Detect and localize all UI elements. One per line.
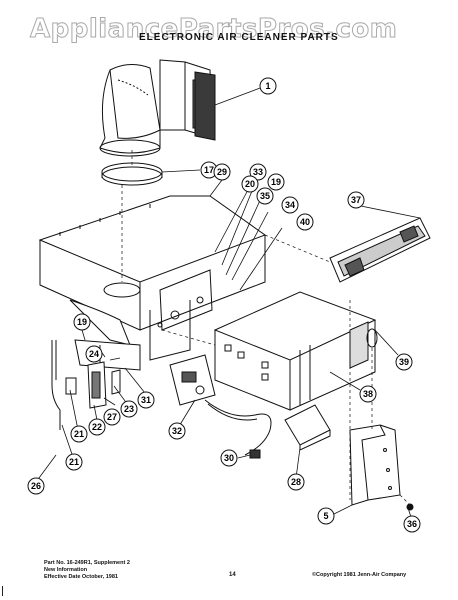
wire-harness — [204, 399, 272, 459]
callout-21b: 21 — [65, 453, 83, 471]
diagram-title: ELECTRONIC AIR CLEANER PARTS — [139, 32, 339, 43]
callout-39: 39 — [395, 353, 413, 371]
support-bracket — [349, 424, 401, 506]
watermark: AppliancePartsPros.com — [29, 14, 398, 45]
collar-ring — [101, 162, 163, 186]
svg-text:20: 20 — [245, 179, 255, 189]
callout-19a: 19 — [267, 173, 285, 191]
ionizer-assembly — [169, 354, 216, 406]
svg-text:19: 19 — [271, 177, 281, 187]
callout-37: 37 — [347, 191, 365, 209]
callout-30: 30 — [220, 449, 238, 467]
power-supply-box — [213, 291, 378, 411]
cover-plate — [284, 404, 331, 451]
svg-text:23: 23 — [124, 404, 134, 414]
leader-lines — [35, 87, 421, 521]
duct-elbow — [99, 64, 161, 157]
svg-text:35: 35 — [260, 191, 270, 201]
svg-text:1: 1 — [265, 81, 270, 91]
callout-19b: 19 — [73, 313, 91, 331]
svg-text:21: 21 — [74, 429, 84, 439]
callout-23: 23 — [120, 400, 138, 418]
svg-text:28: 28 — [291, 477, 301, 487]
callout-34: 34 — [281, 196, 299, 214]
callout-36: 36 — [403, 515, 421, 533]
main-housing — [38, 195, 267, 361]
svg-text:21: 21 — [69, 457, 79, 467]
svg-text:26: 26 — [31, 481, 41, 491]
mounting-bracket — [74, 339, 141, 371]
document-info: Part No. 16-249R1, Supplement 2 New Info… — [44, 560, 130, 581]
callout-labels: 1 17 29 33 20 19 35 34 40 37 39 38 19 24… — [27, 77, 421, 533]
callout-28: 28 — [287, 473, 305, 491]
callout-1: 1 — [259, 77, 277, 95]
callout-31: 31 — [137, 391, 155, 409]
callout-21a: 21 — [70, 425, 88, 443]
callout-20: 20 — [241, 175, 259, 193]
svg-text:5: 5 — [323, 511, 328, 521]
alignment-lines — [121, 150, 411, 506]
copyright: ©Copyright 1981 Jenn-Air Company — [312, 572, 407, 578]
svg-text:17: 17 — [204, 165, 214, 175]
sensor-tube — [51, 340, 77, 430]
callout-26: 26 — [27, 477, 45, 495]
svg-text:27: 27 — [107, 412, 117, 422]
page-number: 14 — [229, 572, 236, 578]
svg-text:31: 31 — [141, 395, 151, 405]
svg-text:40: 40 — [300, 217, 310, 227]
filter-grille — [194, 71, 216, 141]
svg-text:24: 24 — [89, 349, 99, 359]
svg-text:37: 37 — [351, 195, 361, 205]
callout-22: 22 — [88, 418, 106, 436]
svg-text:19: 19 — [77, 317, 87, 327]
filter-panel — [329, 217, 431, 283]
svg-text:29: 29 — [217, 167, 227, 177]
callout-24: 24 — [85, 345, 103, 363]
effective-date: Effective Date October, 1981 — [44, 574, 118, 580]
part-number: Part No. 16-249R1, Supplement 2 — [44, 560, 130, 566]
svg-text:22: 22 — [92, 422, 102, 432]
svg-text:36: 36 — [407, 519, 417, 529]
callout-33: 33 — [249, 163, 267, 181]
callout-32: 32 — [168, 422, 186, 440]
svg-text:38: 38 — [363, 389, 373, 399]
svg-text:30: 30 — [224, 453, 234, 463]
svg-text:39: 39 — [399, 357, 409, 367]
svg-text:34: 34 — [285, 200, 295, 210]
callout-5: 5 — [317, 507, 335, 525]
callout-38: 38 — [359, 385, 377, 403]
callout-40: 40 — [296, 213, 314, 231]
callout-35: 35 — [256, 187, 274, 205]
info-note: New Information — [44, 567, 88, 573]
svg-text:32: 32 — [172, 426, 182, 436]
callout-27: 27 — [103, 408, 121, 426]
callout-17: 17 — [200, 161, 218, 179]
callout-29: 29 — [213, 163, 231, 181]
svg-text:33: 33 — [253, 167, 263, 177]
switch-bracket — [87, 361, 121, 409]
scan-edge-mark — [2, 586, 3, 596]
